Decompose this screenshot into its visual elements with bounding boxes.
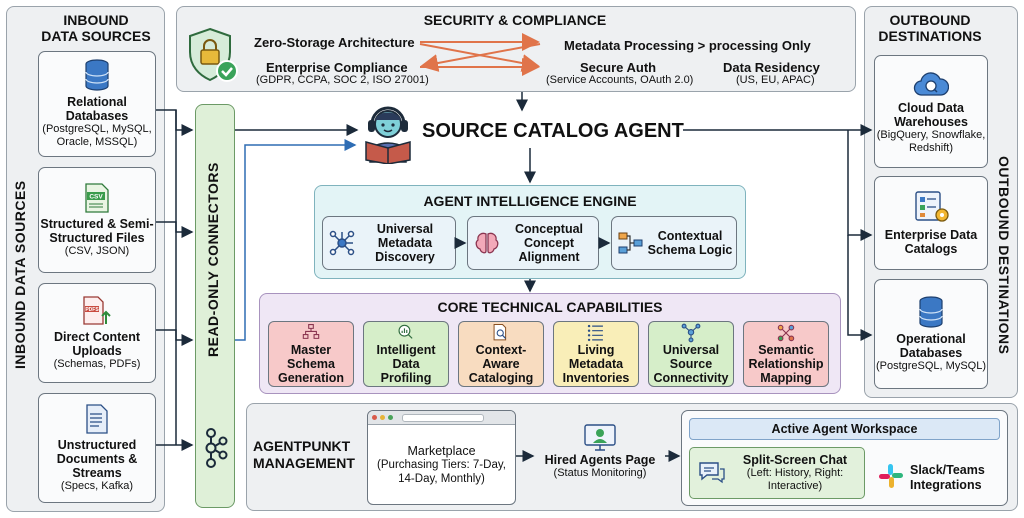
inbound-title: INBOUND DATA SOURCES <box>41 12 151 44</box>
secure-auth-text: Secure Auth <box>580 60 657 75</box>
capability-label: Semantic Relationship Mapping <box>748 343 824 385</box>
step-label: Universal Metadata Discovery <box>375 222 435 264</box>
search-doc-icon <box>493 324 507 341</box>
relationship-icon <box>777 324 795 342</box>
security-title: SECURITY & COMPLIANCE <box>423 12 607 28</box>
schema-icon <box>618 232 643 254</box>
intelligence-title: AGENT INTELLIGENCE ENGINE <box>423 193 637 209</box>
agent-reading-icon <box>365 106 411 164</box>
pdf-badge: PDFS <box>85 306 99 312</box>
source-unstructured-documents[interactable]: Unstructured Documents & Streams (Specs,… <box>38 393 156 503</box>
source-detail: (CSV, JSON) <box>64 244 130 257</box>
source-direct-uploads[interactable]: PDFS Direct Content Uploads (Schemas, PD… <box>38 283 156 383</box>
hired-agents-page[interactable]: Hired Agents Page (Status Monitoring) <box>535 416 665 486</box>
workspace-title-bar: Active Agent Workspace <box>689 418 1000 440</box>
capability-card[interactable]: Intelligent Data Profiling <box>363 321 449 387</box>
outbound-side-label: OUTBOUND DESTINATIONS <box>996 155 1012 355</box>
data-residency-text: Data Residency <box>723 60 820 75</box>
dest-operational-databases[interactable]: Operational Databases (PostgreSQL, MySQL… <box>874 279 988 389</box>
data-residency-detail: (US, EU, APAC) <box>736 74 815 86</box>
dest-title: Operational Databases <box>896 331 966 360</box>
workspace-title: Active Agent Workspace <box>771 422 918 436</box>
dest-detail: (PostgreSQL, MySQL) <box>875 359 987 372</box>
capability-card[interactable]: Semantic Relationship Mapping <box>743 321 829 387</box>
cloud-icon <box>913 71 949 96</box>
dest-detail: (BigQuery, Snowflake, Redshift) <box>876 128 986 154</box>
dest-cloud-warehouses[interactable]: Cloud Data Warehouses (BigQuery, Snowfla… <box>874 55 988 168</box>
management-title: AGENTPUNKT MANAGEMENT <box>253 438 355 471</box>
hired-title: Hired Agents Page <box>544 452 656 467</box>
chat-title: Split-Screen Chat <box>742 453 848 467</box>
capability-card[interactable]: Context-Aware Cataloging <box>458 321 544 387</box>
secure-auth-detail: (Service Accounts, OAuth 2.0) <box>546 74 694 86</box>
csv-badge: CSV <box>89 193 103 200</box>
agent-title: SOURCE CATALOG AGENT <box>422 120 684 142</box>
inbound-side-label: INBOUND DATA SOURCES <box>12 180 28 370</box>
step-concept-alignment[interactable]: Conceptual Concept Alignment <box>467 216 599 270</box>
database-icon <box>919 295 943 328</box>
source-structured-files[interactable]: CSV Structured & Semi-Structured Files (… <box>38 167 156 273</box>
catalog-icon <box>915 191 949 222</box>
marketplace-window[interactable]: Marketplace (Purchasing Tiers: 7-Day, 14… <box>367 410 516 505</box>
compliance-detail: (GDPR, CCPA, SOC 2, ISO 27001) <box>256 74 429 86</box>
capability-card[interactable]: Master Schema Generation <box>268 321 354 387</box>
hired-detail: (Status Monitoring) <box>553 466 647 479</box>
chat-detail: (Left: History, Right: Interactive) <box>746 467 844 492</box>
source-detail: (PostgreSQL, MySQL, Oracle, MSSQL) <box>42 123 152 148</box>
outbound-title: OUTBOUND DESTINATIONS <box>878 12 982 44</box>
dest-title: Enterprise Data Catalogs <box>884 228 978 256</box>
source-relational-databases[interactable]: Relational Databases (PostgreSQL, MySQL,… <box>38 51 156 157</box>
kafka-icon <box>205 428 228 468</box>
capability-label: Intelligent Data Profiling <box>376 343 436 385</box>
marketplace-title: Marketplace <box>407 444 476 458</box>
step-metadata-discovery[interactable]: Universal Metadata Discovery <box>322 216 456 270</box>
source-title: Unstructured Documents & Streams <box>56 437 138 480</box>
dest-title: Cloud Data Warehouses <box>894 100 968 129</box>
step-schema-logic[interactable]: Contextual Schema Logic <box>611 216 737 270</box>
csv-file-icon: CSV <box>85 182 109 213</box>
shield-lock-icon <box>189 27 238 82</box>
network-icon <box>329 230 355 256</box>
enterprise-compliance-text: Enterprise Compliance <box>266 60 408 75</box>
capability-label: Universal Source Connectivity <box>653 343 729 385</box>
nodes-icon <box>681 323 701 343</box>
pdf-upload-icon: PDFS <box>83 295 111 325</box>
split-screen-chat[interactable]: Split-Screen Chat (Left: History, Right:… <box>689 447 865 499</box>
capability-card[interactable]: Universal Source Connectivity <box>648 321 734 387</box>
source-title: Relational Databases <box>65 95 129 123</box>
hierarchy-icon <box>302 324 320 339</box>
read-only-connectors[interactable] <box>195 104 235 508</box>
capability-label: Context-Aware Cataloging <box>468 343 534 385</box>
chat-icon <box>699 462 725 484</box>
source-title: Direct Content Uploads <box>53 329 141 358</box>
capability-label: Master Schema Generation <box>278 343 344 385</box>
browser-bar <box>368 411 515 425</box>
database-icon <box>85 59 109 91</box>
capabilities-title: CORE TECHNICAL CAPABILITIES <box>437 299 663 315</box>
dest-enterprise-catalogs[interactable]: Enterprise Data Catalogs <box>874 176 988 270</box>
step-label: Contextual Schema Logic <box>647 229 733 257</box>
metadata-processing-text: Metadata Processing > processing Only <box>564 38 811 53</box>
source-detail: (Schemas, PDFs) <box>53 357 141 370</box>
capability-label: Living Metadata Inventories <box>562 343 630 385</box>
monitor-agent-icon <box>584 423 616 451</box>
step-label: Conceptual Concept Alignment <box>514 222 584 264</box>
slack-icon <box>879 464 903 488</box>
connectors-label: READ-ONLY CONNECTORS <box>205 162 221 358</box>
brain-icon <box>475 232 499 254</box>
magnifier-chart-icon <box>398 324 413 339</box>
slack-teams-integrations[interactable]: Slack/Teams Integrations <box>910 463 985 492</box>
document-icon <box>86 403 108 434</box>
list-icon <box>587 324 603 342</box>
source-title: Structured & Semi-Structured Files <box>40 216 154 245</box>
marketplace-detail: (Purchasing Tiers: 7-Day, 14-Day, Monthl… <box>377 459 506 485</box>
source-detail: (Specs, Kafka) <box>60 479 134 492</box>
capability-card[interactable]: Living Metadata Inventories <box>553 321 639 387</box>
zero-storage-text: Zero-Storage Architecture <box>254 35 415 50</box>
